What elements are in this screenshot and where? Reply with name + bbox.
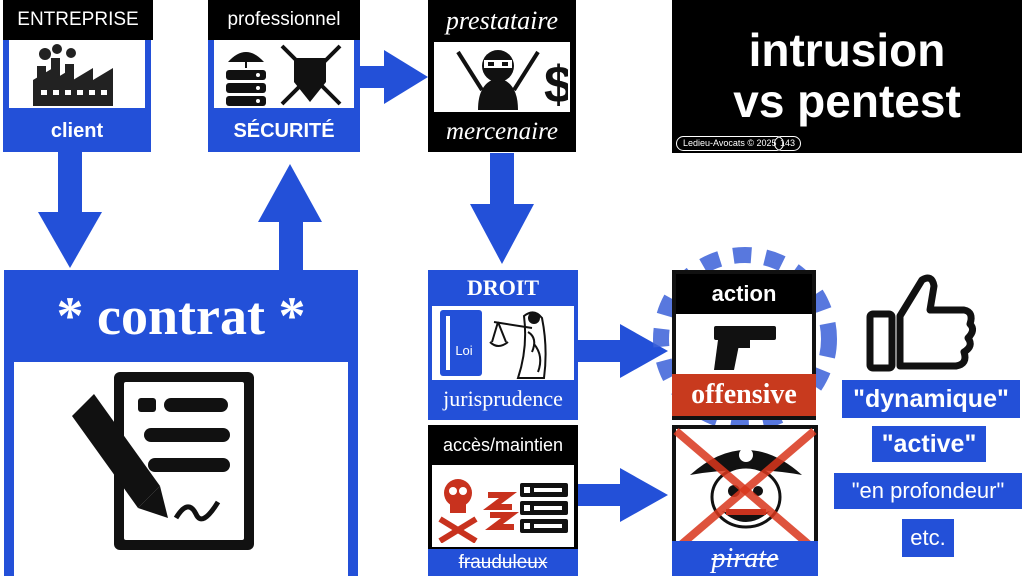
pirate-caption: pirate [711,542,779,574]
pirate-cross-mark [673,427,817,553]
qualifier-active: "active" [872,426,986,462]
action-title: action [676,274,812,314]
qualifier-en-profondeur: "en profondeur" [834,473,1022,509]
entreprise-card: ENTREPRISE client [3,0,153,152]
title-banner: intrusion vs pentest Ledieu-Avocats © 20… [672,0,1022,153]
justice-icon [488,308,572,380]
droit-card: DROIT Loi jurisprudence [428,270,578,420]
acces-title: accès/maintien [442,434,564,455]
page-number: 143 [780,138,796,148]
dotted-highlight-ring [653,247,837,431]
banner-title-line2: vs pentest [733,75,961,127]
law-book-icon: Loi [440,310,482,376]
contrat-title: * contrat * [56,286,306,346]
acces-caption: frauduleux [458,551,548,573]
thumbs-up-icon [866,272,978,372]
qualifier-dynamique: "dynamique" [842,380,1020,418]
entreprise-title: ENTREPRISE [3,0,153,40]
pirate-card: pirate [672,425,818,576]
factory-icon [33,44,123,106]
credit-badge: Ledieu-Avocats © 2025 [676,136,784,151]
professionnel-card: professionnel SÉCURITÉ [208,0,360,152]
prestataire-card: $ prestataire mercenaire [428,0,576,152]
law-book-label: Loi [455,342,473,358]
action-card: action offensive [672,270,816,420]
action-caption: offensive [672,374,816,416]
entreprise-caption: client [50,119,104,142]
contract-signing-icon [68,368,258,554]
professionnel-title: professionnel [208,0,360,40]
prestataire-caption: mercenaire [446,118,558,145]
acces-card: accès/maintien frau [428,425,578,576]
skull-server-icon [436,469,576,543]
banner-title-line1: intrusion [748,24,946,76]
qualifier-etc: etc. [902,519,954,557]
svg-text:$: $ [544,56,568,110]
ninja-dollar-icon: $ [438,46,568,110]
prestataire-title: prestataire [445,6,559,35]
page-number-badge: 143 [774,136,802,151]
security-icon [222,42,350,106]
professionnel-caption: SÉCURITÉ [233,119,335,142]
droit-caption: jurisprudence [443,386,563,411]
droit-title: DROIT [466,275,540,300]
gun-icon [712,324,778,370]
credit-text: Ledieu-Avocats © 2025 [683,138,777,148]
